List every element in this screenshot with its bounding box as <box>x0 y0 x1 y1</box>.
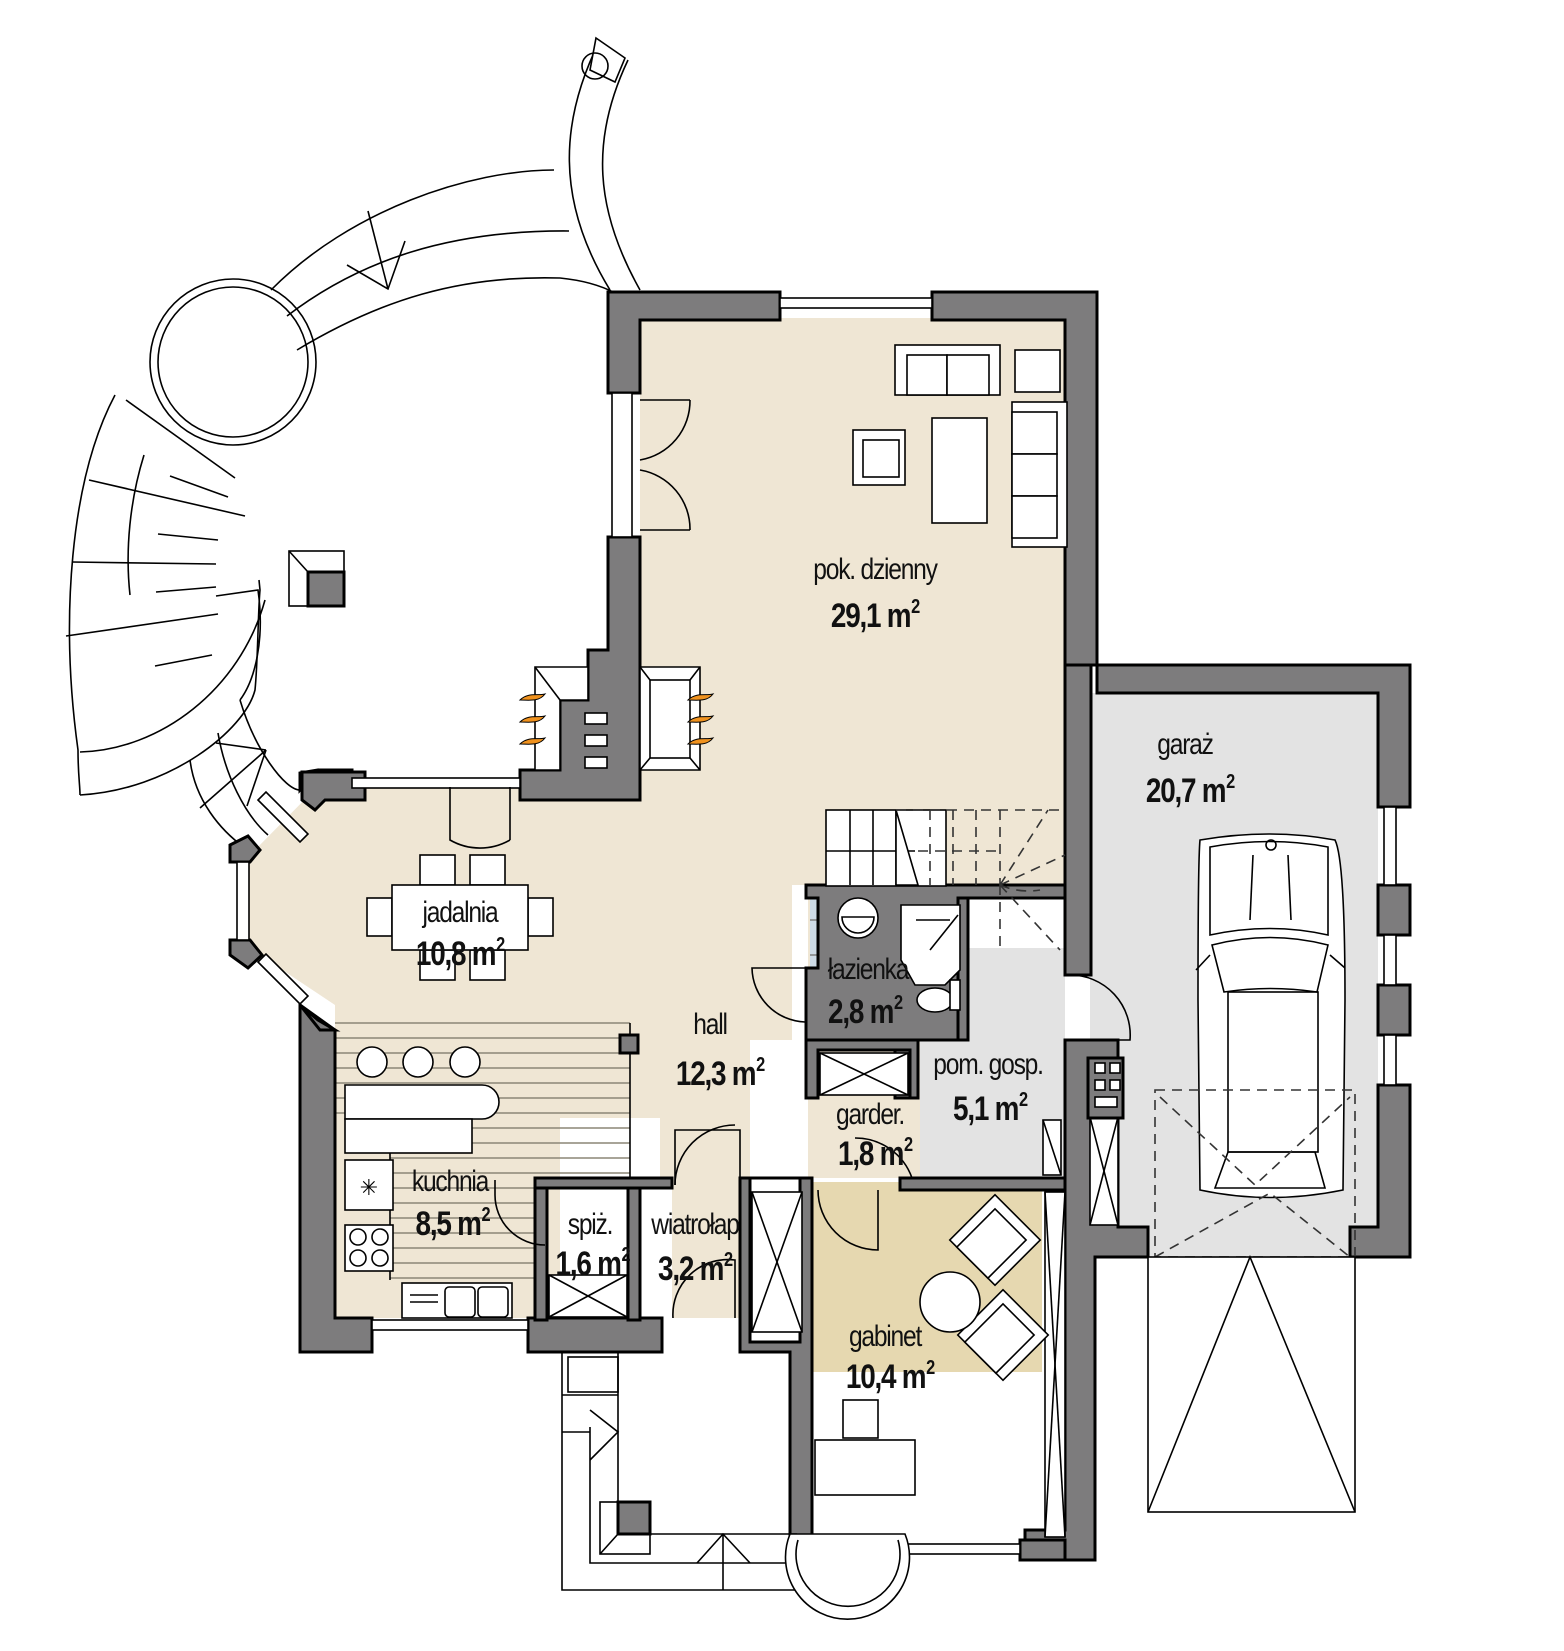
area-unit: m <box>886 597 912 635</box>
room-name-vestibule: wiatrołap <box>651 1208 740 1241</box>
boiler-icon <box>1086 1056 1125 1120</box>
armchair-icon <box>852 417 988 524</box>
wardrobe-icon <box>548 1052 1119 1538</box>
area-unit: m <box>731 1055 757 1093</box>
stove-icon <box>344 1224 394 1272</box>
room-area-utility: 5,1 m2 <box>941 1090 1039 1126</box>
room-name-utility: pom. gosp. <box>933 1048 1044 1081</box>
area-exponent: 2 <box>724 1249 733 1271</box>
room-name-pantry: spiż. <box>567 1208 614 1241</box>
room-name-living: pok. dzienny <box>813 553 938 586</box>
room-name-dining: jadalnia <box>422 896 499 929</box>
area-unit: m <box>869 993 895 1031</box>
room-name-wardrobe: garder. <box>836 1098 905 1131</box>
room-name-hall: hall <box>693 1008 728 1041</box>
room-area-kitchen: 8,5 m2 <box>405 1205 499 1241</box>
room-name-garage: garaż <box>1157 728 1214 761</box>
room-area-garage: 20,7 m2 <box>1124 772 1255 808</box>
area-exponent: 2 <box>496 934 505 956</box>
area-unit: m <box>1201 772 1227 810</box>
driveway <box>1147 1254 1356 1513</box>
kitchen-counter: ✳ <box>344 1046 500 1211</box>
area-value: 29,1 <box>830 597 882 635</box>
windows <box>236 297 1397 1555</box>
area-exponent: 2 <box>904 1134 913 1156</box>
toilet-icon <box>837 897 879 939</box>
fireplace-icon <box>518 666 715 771</box>
area-unit: m <box>457 1205 482 1243</box>
area-value: 8,5 <box>415 1205 452 1243</box>
room-name-kitchen: kuchnia <box>411 1165 489 1198</box>
room-area-bathroom: 2,8 m2 <box>812 993 919 1029</box>
room-area-vestibule: 3,2 m2 <box>646 1250 744 1286</box>
area-value: 2,8 <box>828 993 864 1031</box>
room-area-dining: 10,8 m2 <box>399 935 522 971</box>
room-area-wardrobe: 1,8 m2 <box>826 1135 924 1171</box>
area-exponent: 2 <box>894 992 903 1014</box>
sink-icon <box>916 979 961 1013</box>
room-area-pantry: 1,6 m2 <box>545 1245 639 1281</box>
area-unit: m <box>471 935 497 973</box>
area-unit: m <box>879 1135 905 1173</box>
room-area-hall: 12,3 m2 <box>663 1055 778 1091</box>
fridge-icon: ✳ <box>360 1176 378 1201</box>
kitchen-floor-stripes <box>335 1022 631 1280</box>
car-icon <box>1195 833 1346 1199</box>
room-area-living: 29,1 m2 <box>793 597 957 633</box>
area-unit: m <box>901 1358 927 1396</box>
area-exponent: 2 <box>1019 1089 1028 1111</box>
column-icon <box>288 550 346 608</box>
room-area-office: 10,4 m2 <box>829 1358 952 1394</box>
area-value: 12,3 <box>675 1055 727 1093</box>
area-value: 20,7 <box>1145 772 1197 810</box>
armchair-icon <box>814 1193 1050 1496</box>
area-value: 3,2 <box>658 1250 694 1288</box>
shower-icon <box>900 904 961 986</box>
area-exponent: 2 <box>926 1357 935 1379</box>
sofa-icon <box>894 344 1068 548</box>
area-unit: m <box>994 1090 1020 1128</box>
area-value: 1,6 <box>555 1245 592 1283</box>
area-exponent: 2 <box>1226 771 1235 793</box>
area-unit: m <box>699 1250 725 1288</box>
doors <box>449 399 1131 1319</box>
area-exponent: 2 <box>911 596 920 618</box>
area-exponent: 2 <box>621 1244 631 1266</box>
area-value: 10,8 <box>415 935 467 973</box>
area-exponent: 2 <box>756 1054 765 1076</box>
kitchen-sink-icon <box>401 1282 513 1319</box>
area-value: 5,1 <box>953 1090 989 1128</box>
column-icon <box>618 1033 640 1055</box>
terrace-stairs-icon <box>65 36 641 849</box>
area-value: 1,8 <box>838 1135 874 1173</box>
area-unit: m <box>597 1245 622 1283</box>
staircase-icon <box>825 809 1066 951</box>
room-name-bathroom: łazienka <box>827 953 910 986</box>
entrance-porch <box>561 1352 911 1620</box>
room-name-office: gabinet <box>848 1320 922 1353</box>
area-exponent: 2 <box>481 1204 491 1226</box>
area-value: 10,4 <box>845 1358 897 1396</box>
dining-table-icon <box>366 854 554 981</box>
